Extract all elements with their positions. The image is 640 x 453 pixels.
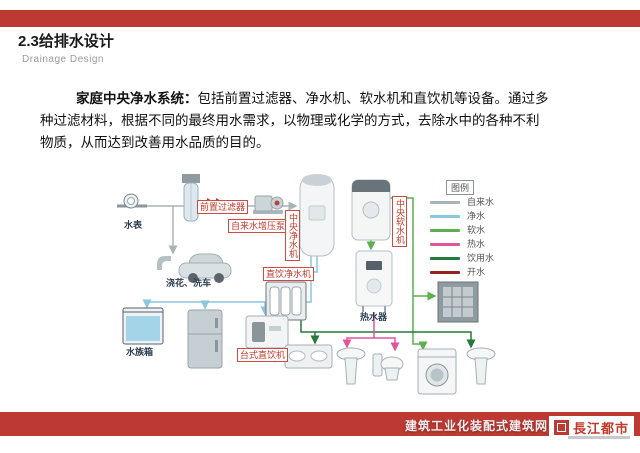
site-watermark: 建筑工业化装配式建筑网 (404, 419, 548, 433)
paragraph-text-1: 包括前置过滤器、净水机、软水机和直饮机等设备。通过多 (197, 91, 549, 106)
fridge-figure (187, 309, 223, 369)
legend-swatch-boiled (430, 271, 460, 274)
water-meter-figure (117, 193, 147, 209)
desktop-purifier-label: 台式直饮机 (237, 348, 289, 362)
pedestal-sink-2-figure (466, 347, 496, 385)
booster-pump-figure (253, 195, 284, 214)
legend-label-soft: 软水 (467, 225, 486, 235)
logo-mark-icon (553, 420, 569, 435)
under-sink-purifier-figure (265, 281, 307, 321)
aquarium-figure (122, 307, 164, 345)
legend-swatch-tap (430, 201, 460, 204)
legend-item-soft: 软水 (430, 225, 570, 235)
logo-mark-inner (556, 423, 566, 432)
legend: 图例 自来水 净水 软水 热水 饮用水 开 (430, 178, 570, 284)
water-heater-figure (355, 250, 393, 312)
double-sink-figure (284, 344, 333, 369)
central-softener-label: 中央软水机 (392, 196, 407, 247)
legend-item-boiled: 开水 (430, 267, 570, 277)
top-accent-bar (0, 10, 640, 27)
washing-machine-figure (417, 348, 457, 395)
legend-label-drinking: 饮用水 (467, 253, 495, 263)
aquarium-label: 水族箱 (126, 347, 154, 357)
water-system-diagram: 水表 前置过滤器 自来水增压泵 中央净水机 中央软水机 浇花、洗车 直饮净水机 … (115, 168, 575, 408)
legend-label-tap: 自来水 (467, 197, 495, 207)
legend-item-pure: 净水 (430, 211, 570, 221)
garden-faucet-icon (157, 256, 171, 270)
bottom-accent-bar (0, 412, 640, 436)
hot-water-toilet-line (374, 337, 400, 352)
legend-swatch-drinking (430, 257, 460, 260)
legend-swatch-pure (430, 215, 460, 218)
legend-swatch-hot (430, 243, 460, 246)
car-figure (178, 253, 232, 283)
water-meter-label: 水表 (124, 220, 143, 230)
direct-purifier-label: 直饮净水机 (263, 267, 315, 281)
paragraph-line-1: 家庭中央净水系统：包括前置过滤器、净水机、软水机和直饮机等设备。通过多 (40, 88, 608, 110)
paragraph-line-2: 种过滤材料，根据不同的最终用水需求，以物理或化学的方式，去除水中的各种不利 (40, 113, 540, 128)
hot-water-line (342, 312, 375, 349)
page-title: 2.3给排水设计 (18, 33, 114, 50)
water-heater-label: 热水器 (360, 312, 388, 322)
pre-filter-figure (182, 174, 200, 222)
floor-drain-figure (437, 281, 479, 323)
logo-subtext-placeholder (568, 436, 630, 439)
pedestal-sink-figure (336, 347, 366, 385)
legend-label-hot: 热水 (467, 239, 486, 249)
central-softener-figure (351, 179, 391, 241)
logo-text: 長江都市 (572, 421, 629, 436)
page-subtitle: Drainage Design (22, 54, 104, 65)
legend-item-tap: 自来水 (430, 197, 570, 207)
legend-title: 图例 (446, 180, 475, 195)
water-system-schematic (117, 174, 496, 395)
washing-car-label: 浇花、洗车 (166, 278, 212, 288)
central-purifier-label: 中央净水机 (285, 210, 300, 261)
body-paragraph: 家庭中央净水系统：包括前置过滤器、净水机、软水机和直饮机等设备。通过多 种过滤材… (40, 88, 608, 154)
drinking-water-trunk-line (300, 320, 476, 349)
legend-swatch-soft (430, 229, 460, 232)
central-purifier-figure (299, 174, 335, 257)
legend-item-hot: 热水 (430, 239, 570, 249)
legend-label-pure: 净水 (467, 211, 486, 221)
desktop-purifier-figure (245, 315, 289, 349)
legend-item-drinking: 饮用水 (430, 253, 570, 263)
toilet-figure (372, 353, 404, 381)
pre-filter-label: 前置过滤器 (197, 200, 249, 214)
paragraph-line-3: 物质，从而达到改善用水品质的目的。 (40, 135, 270, 150)
booster-pump-label: 自来水增压泵 (228, 219, 289, 233)
paragraph-lead: 家庭中央净水系统： (76, 91, 198, 106)
legend-label-boiled: 开水 (467, 267, 486, 277)
